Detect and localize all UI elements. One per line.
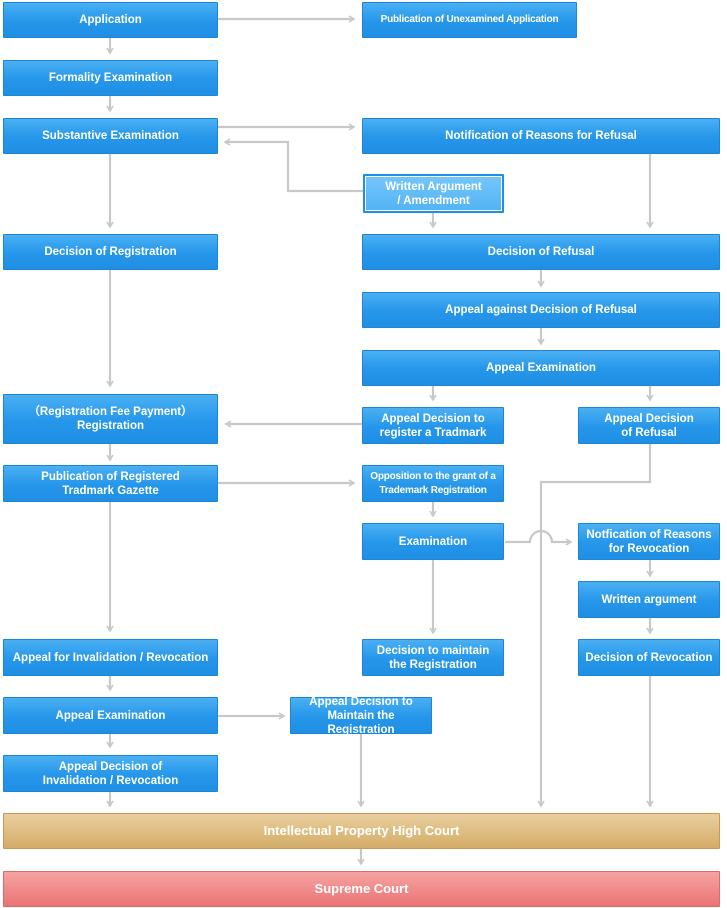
substantive-examination-box: Substantive Examination [3, 118, 218, 154]
appeal-examination-2-box: Appeal Examination [3, 697, 218, 734]
supreme-court-box: Supreme Court [3, 871, 720, 907]
arrow-written-argument-back-to-substantive [223, 138, 363, 193]
publication-unexamined-box: Publication of Unexamined Application [362, 2, 577, 38]
decision-maintain-box: Decision to maintain the Registration [362, 639, 504, 676]
opposition-grant-box: Opposition to the grant of a Trademark R… [362, 465, 504, 502]
registration-fee-payment-box: （Registration Fee Payment） Registration [3, 394, 218, 444]
examination-box: Examination [362, 523, 504, 560]
written-argument-amendment-box: Written Argument / Amendment [363, 174, 504, 213]
notification-reasons-revocation-box: Notfication of Reasons for Revocation [578, 523, 720, 560]
arrow-examination-to-notification-revocation [505, 529, 573, 546]
appeal-against-refusal-box: Appeal against Decision of Refusal [362, 292, 720, 328]
decision-refusal-box: Decision of Refusal [362, 234, 720, 270]
publication-registered-gazette-box: Publication of Registered Tradmark Gazet… [3, 465, 218, 502]
decision-registration-box: Decision of Registration [3, 234, 218, 270]
decision-revocation-box: Decision of Revocation [578, 639, 720, 676]
appeal-decision-invalidation-box: Appeal Decision of Invalidation / Revoca… [3, 755, 218, 792]
appeal-invalidation-revocation-box: Appeal for Invalidation / Revocation [3, 639, 218, 676]
ip-high-court-box: Intellectual Property High Court [3, 813, 720, 849]
written-argument-box: Written argument [578, 581, 720, 618]
formality-examination-box: Formality Examination [3, 60, 218, 96]
appeal-decision-maintain-box: Appeal Decision to Maintain the Registra… [290, 696, 432, 736]
appeal-decision-register-box: Appeal Decision to register a Tradmark [362, 407, 504, 444]
application-box: Application [3, 2, 218, 38]
appeal-examination-box: Appeal Examination [362, 350, 720, 386]
arrow-refusal-to-high-court [537, 444, 652, 808]
notification-reasons-refusal-box: Notification of Reasons for Refusal [362, 118, 720, 154]
appeal-decision-refusal-box: Appeal Decision of Refusal [578, 407, 720, 444]
